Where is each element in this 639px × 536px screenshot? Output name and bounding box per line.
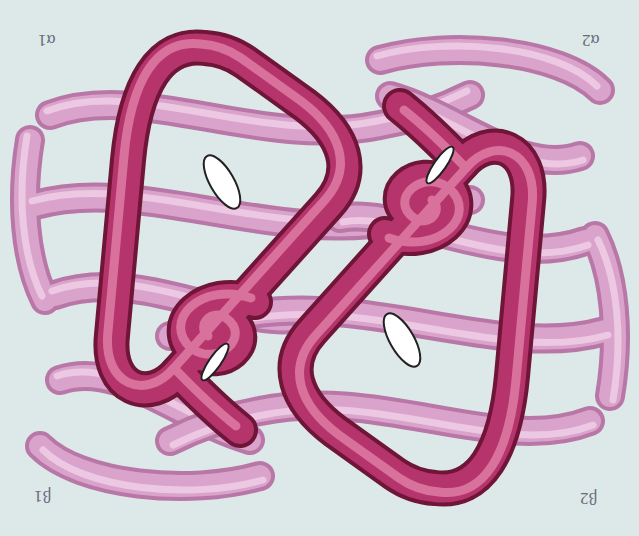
subunit-label: α1 xyxy=(38,32,55,49)
subunit-label: β2 xyxy=(580,490,597,507)
subunit-label: α2 xyxy=(582,32,599,49)
subunit-label: β1 xyxy=(34,488,51,505)
